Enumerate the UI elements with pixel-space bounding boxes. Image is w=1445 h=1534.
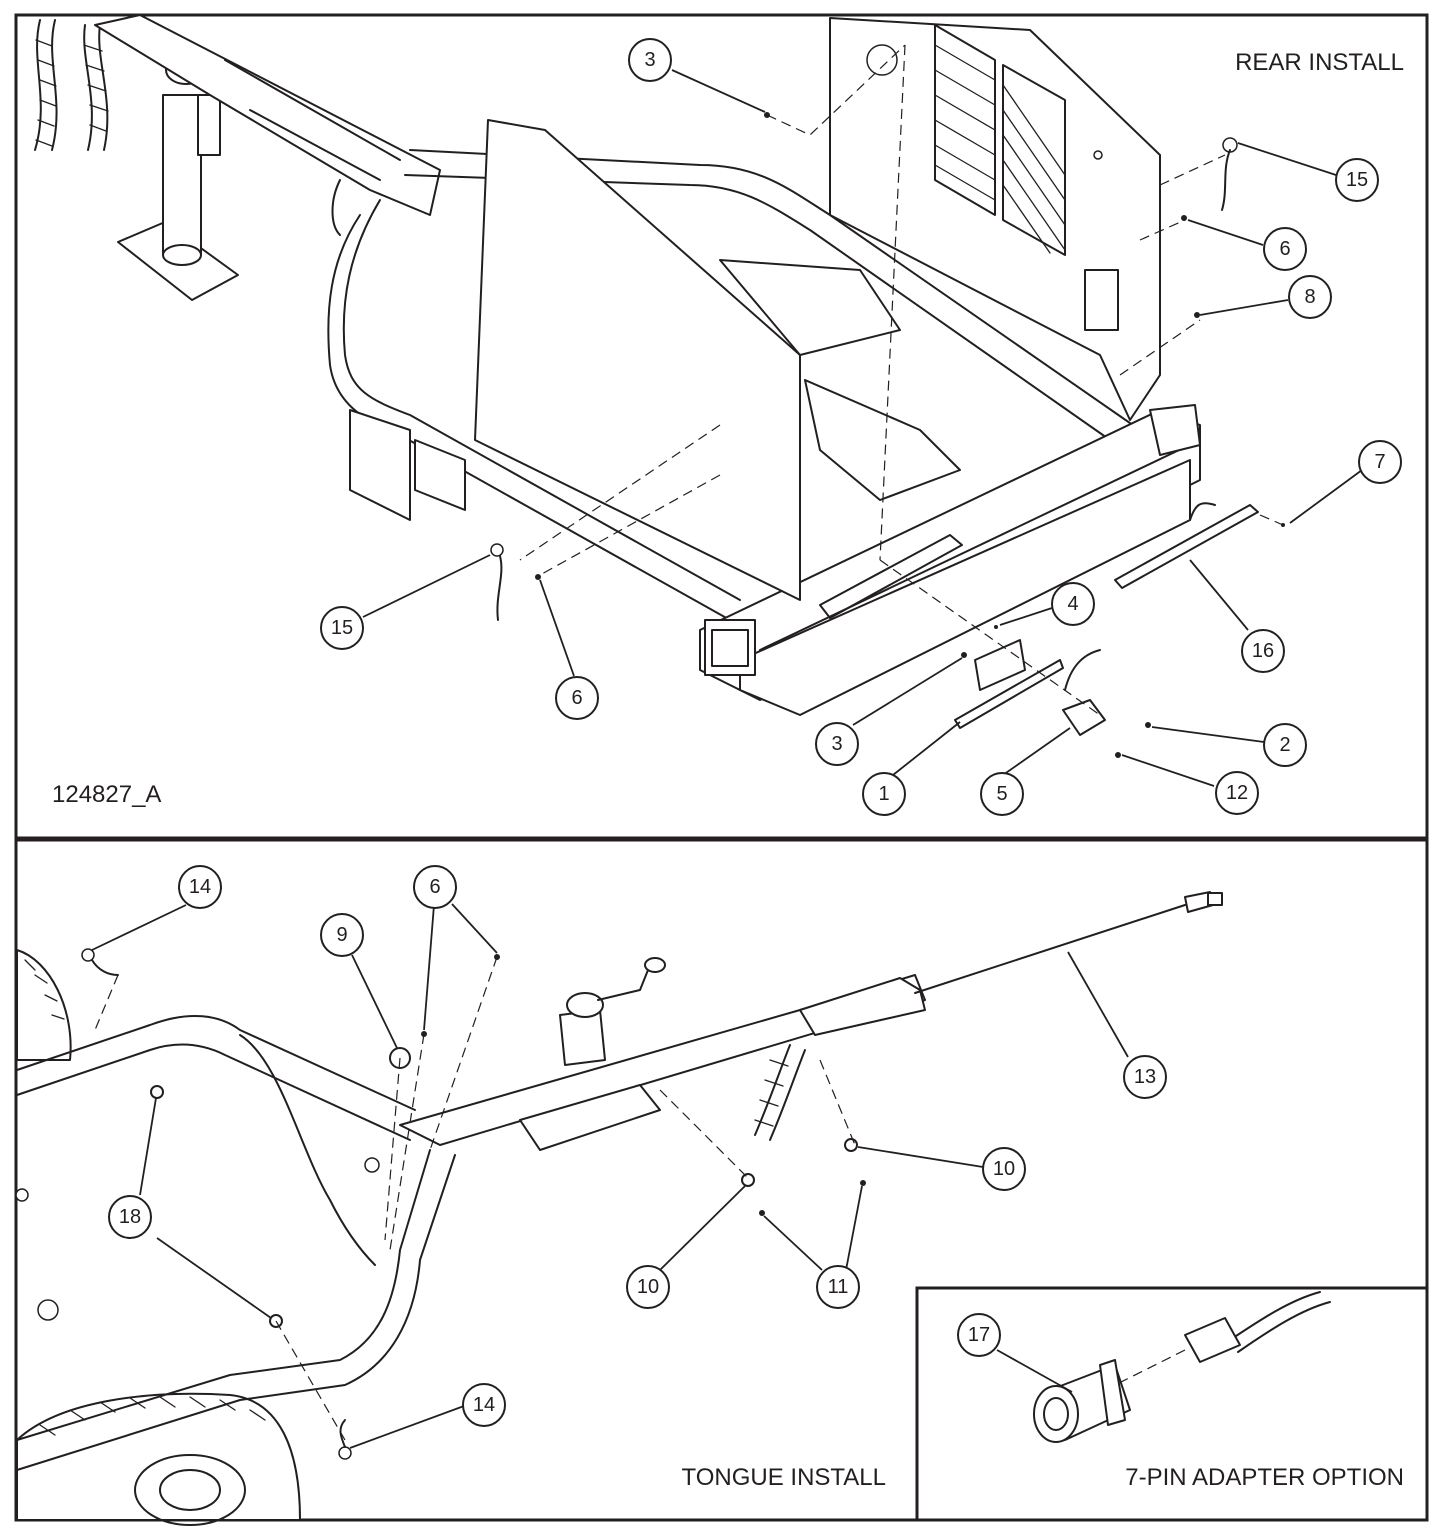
callout-bubble: 2: [1263, 723, 1307, 767]
adapter-callouts: 17: [957, 1313, 1001, 1357]
callout-number: 11: [828, 1276, 849, 1298]
rear-install-panel-frame: [14, 13, 1429, 840]
callout-number: 9: [336, 924, 347, 946]
callout-number: 3: [831, 733, 842, 755]
part-16-light-bar: [1114, 502, 1259, 589]
vent-louvers-drawing: [934, 24, 1066, 256]
tongue-install-title: TONGUE INSTALL: [682, 1464, 887, 1491]
drawing-number: 124827_A: [52, 781, 161, 808]
callout-bubble: 6: [413, 865, 457, 909]
tongue-callouts: 14 6 9 13 10 18 10 11 14: [108, 865, 1167, 1427]
callout-bubble: 1: [862, 772, 906, 816]
center-divider-panel: [474, 119, 801, 601]
rear-wall-panel: [829, 17, 1161, 421]
callout-bubble: 14: [178, 865, 222, 909]
callout-bubble: 3: [628, 38, 672, 82]
callout-number: 17: [968, 1324, 990, 1346]
callout-number: 10: [637, 1276, 659, 1298]
adapter-leader-line: [996, 1349, 1073, 1393]
callout-bubble: 12: [1215, 771, 1259, 815]
callout-bubble: 13: [1123, 1055, 1167, 1099]
callout-bubble: 4: [1051, 582, 1095, 626]
callout-bubble: 6: [1263, 227, 1307, 271]
rear-install-artwork: [34, 14, 1285, 758]
callout-bubble: 9: [320, 913, 364, 957]
callout-bubble: 14: [462, 1383, 506, 1427]
callout-bubble: 10: [626, 1265, 670, 1309]
tongue-frame-rail-upper: [16, 1014, 416, 1111]
callout-number: 15: [1346, 169, 1368, 191]
tongue-leader-lines: [91, 903, 1129, 1449]
wheel-bottom-left: [16, 1392, 301, 1526]
callout-bubble: 5: [980, 772, 1024, 816]
callout-number: 18: [119, 1206, 141, 1228]
callout-number: 12: [1226, 782, 1248, 804]
adapter-option-panel-frame: [915, 1286, 1429, 1522]
callout-number: 10: [993, 1158, 1015, 1180]
callout-number: 3: [644, 49, 655, 71]
callout-number: 5: [996, 783, 1007, 805]
part-15-harness-rear: [1221, 137, 1238, 211]
rear-leader-lines: [362, 69, 1363, 787]
tongue-install-artwork: [15, 891, 1223, 1526]
callout-number: 14: [473, 1394, 495, 1416]
tongue-safety-chain: [754, 1044, 806, 1141]
callout-bubble: 3: [815, 722, 859, 766]
tongue-install-panel-frame: [14, 838, 1429, 1522]
callout-bubble: 18: [108, 1195, 152, 1239]
callout-number: 16: [1252, 640, 1274, 662]
callout-number: 7: [1374, 451, 1385, 473]
callout-number: 6: [1279, 238, 1290, 260]
part-14-harness-top: [81, 948, 119, 976]
callout-bubble: 10: [982, 1147, 1026, 1191]
adapter-option-title: 7-PIN ADAPTER OPTION: [1125, 1464, 1404, 1491]
callout-bubble: 15: [1335, 158, 1379, 202]
part-13-harness-cable: [914, 904, 1186, 994]
rear-callouts: 3 15 6 8 7 16 4 15 6 3 1 5 2 12: [320, 38, 1402, 816]
callout-number: 4: [1067, 593, 1078, 615]
callout-number: 8: [1304, 286, 1315, 308]
part-1-bracket: [954, 639, 1064, 729]
callout-number: 15: [331, 617, 353, 639]
part-17-adapter-socket: [1033, 1359, 1131, 1443]
callout-number: 1: [878, 783, 889, 805]
callout-bubble: 17: [957, 1313, 1001, 1357]
callout-bubble: 15: [320, 606, 364, 650]
callout-number: 2: [1279, 734, 1290, 756]
callout-bubble: 16: [1241, 629, 1285, 673]
callout-bubble: 7: [1358, 440, 1402, 484]
callout-bubble: 8: [1288, 275, 1332, 319]
callout-number: 13: [1134, 1066, 1156, 1088]
tongue-jack-drawing: [559, 957, 666, 1066]
callout-bubble: 11: [816, 1265, 860, 1309]
part-15-harness-left: [490, 543, 504, 621]
frame-tongue-arm: [94, 14, 441, 216]
callout-number: 6: [429, 876, 440, 898]
adapter-plug: [1184, 1317, 1241, 1363]
callout-number: 6: [571, 687, 582, 709]
callout-number: 14: [189, 876, 211, 898]
safety-chain-drawing: [34, 19, 109, 151]
wheel-top-left: [16, 949, 72, 1061]
part-5-connector: [1062, 649, 1106, 736]
seven-pin-adapter-artwork: [1033, 1291, 1331, 1443]
callout-bubble: 6: [555, 676, 599, 720]
rear-install-title: REAR INSTALL: [1235, 49, 1404, 76]
